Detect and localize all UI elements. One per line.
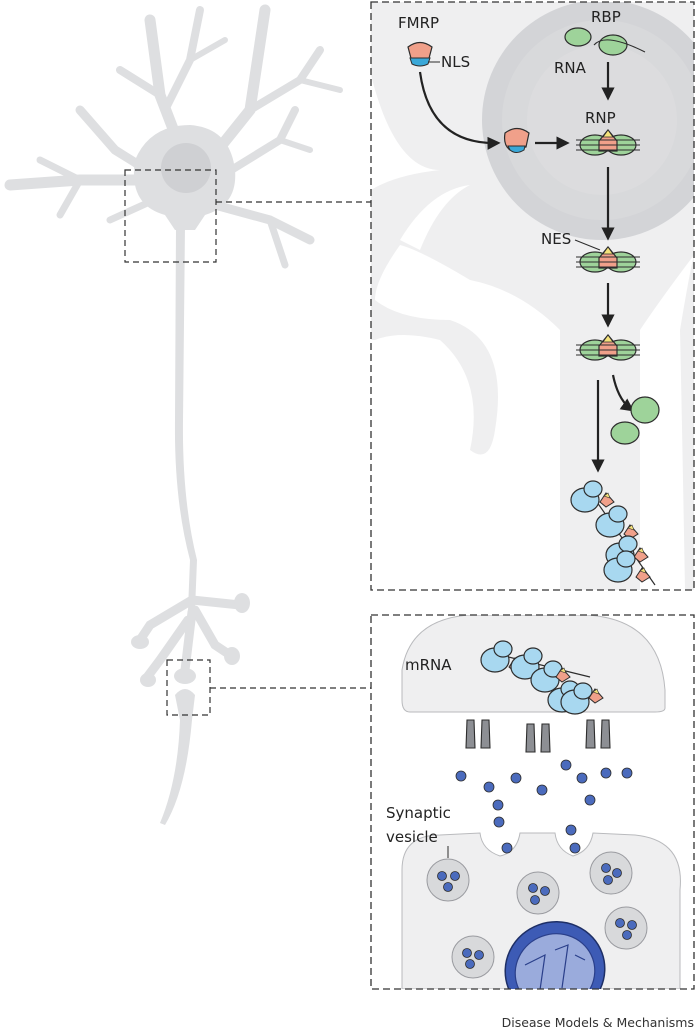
- soma-zoom-panel: FMRP NLS RBP RNA RNP NES: [370, 1, 695, 591]
- neuron-illustration: [4, 4, 371, 825]
- rbp-label: RBP: [591, 8, 621, 26]
- nls-label: NLS: [441, 53, 470, 71]
- fmrp-protein: [407, 41, 433, 67]
- mrna-label: mRNA: [405, 656, 452, 674]
- journal-credit: Disease Models & Mechanisms: [502, 1015, 694, 1030]
- fmrp-nls-entering: [503, 127, 530, 153]
- synaptic-vesicles: [426, 851, 648, 979]
- rnp-label: RNP: [585, 109, 616, 127]
- synapse-zoom-panel: mRNA: [370, 614, 695, 990]
- synaptic-label: Synaptic: [386, 804, 451, 822]
- rbp-rna: [564, 27, 646, 56]
- mitochondrion: [504, 921, 606, 989]
- rbp-released: [630, 396, 660, 424]
- vesicle-label: vesicle: [386, 828, 438, 846]
- polysome-spine: [480, 640, 604, 715]
- fmrp-label: FMRP: [398, 14, 439, 32]
- rna-label: RNA: [554, 59, 587, 77]
- polysome-dendrite: [570, 480, 656, 586]
- neurotransmitters: [455, 759, 633, 854]
- rbp-released-2: [610, 421, 640, 445]
- nes-label: NES: [541, 230, 571, 248]
